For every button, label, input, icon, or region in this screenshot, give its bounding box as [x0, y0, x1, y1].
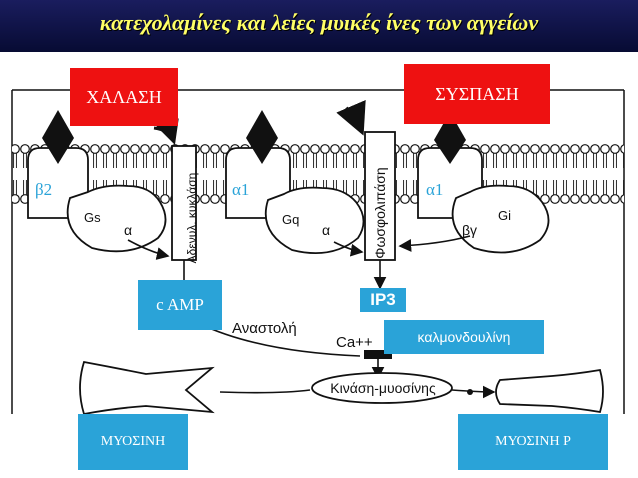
gi-beta-gamma-arrow — [398, 235, 471, 252]
myosin-kinase-label: Κινάση-μυοσίνης — [330, 380, 436, 396]
gq-label: Gq — [282, 212, 300, 227]
inhibition-label: Αναστολή — [232, 320, 297, 337]
beta2-label: β2 — [35, 180, 53, 199]
activation-arrow-left — [153, 118, 179, 145]
slide-title: κατεχολαμίνες και λείες μυικές ίνες των … — [99, 10, 539, 35]
contraction-box: ΣΥΣΠΑΣΗ — [404, 64, 550, 124]
myosin-kinase-out-arrow — [451, 385, 496, 399]
gs-label: Gs — [84, 210, 101, 225]
gi-protein — [451, 184, 550, 254]
myosin-p-box: ΜΥΟΣΙΝΗ P — [458, 414, 608, 470]
phospholipase-label: Φωσφολιπάση — [372, 167, 388, 259]
alpha-q-label: α — [322, 222, 331, 238]
gq-protein — [264, 186, 365, 255]
title-bar — [0, 0, 638, 52]
myosin-kinase-ellipse — [311, 372, 453, 404]
adenyl-cyclase-label: Αδενυλ. κυκλάση — [185, 172, 199, 264]
phosphate-dot — [467, 389, 473, 395]
myosin-left-shape — [79, 360, 215, 416]
camp-box: c AMP — [138, 280, 222, 330]
ligand-diamond-right — [434, 112, 466, 164]
alpha-s-label: α — [124, 222, 133, 238]
myosin-right-shape — [495, 368, 604, 414]
beta-gamma-label: βγ — [462, 222, 478, 238]
myosin-phosphorylation-arrow — [219, 389, 311, 394]
ligand-diamond-middle — [246, 110, 278, 164]
relaxation-box: ΧΑΛΑΣΗ — [70, 68, 178, 126]
calmodulin-box: καλμονδουλίνη — [384, 320, 544, 354]
phospholipase-enzyme — [364, 131, 396, 261]
activation-arrow-right — [336, 99, 366, 136]
inhibition-block — [364, 350, 392, 359]
ligand-diamond-left — [42, 110, 74, 164]
inhibition-curve — [199, 323, 361, 357]
myosin-box: ΜΥΟΣΙΝΗ — [78, 414, 188, 470]
ip3-box: IP3 — [360, 288, 406, 312]
gs-protein — [66, 184, 167, 253]
gq-alpha-arrow — [333, 241, 364, 257]
alpha1-right-label: α1 — [426, 180, 444, 199]
alpha1-left-label: α1 — [232, 180, 250, 199]
gi-label: Gi — [498, 208, 511, 223]
calcium-label: Ca++ — [336, 334, 373, 351]
gs-alpha-arrow — [127, 239, 170, 260]
